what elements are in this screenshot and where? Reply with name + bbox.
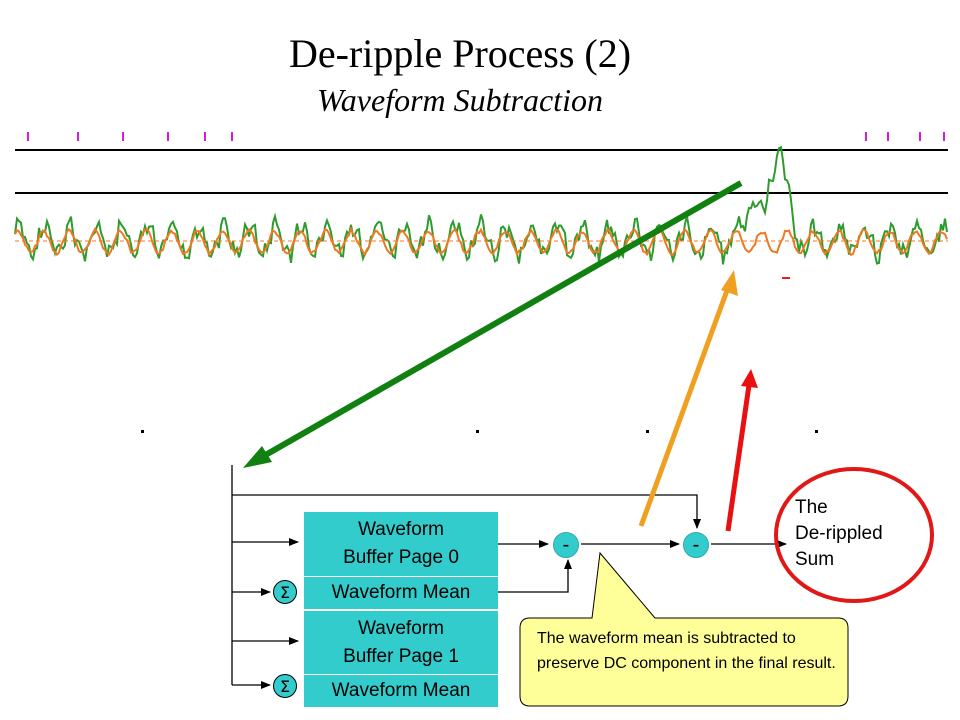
sigma-symbol: Σ (279, 582, 291, 602)
green-arrow (260, 180, 743, 460)
red-arrow (725, 384, 752, 532)
buffer-page-0-label-line1: Waveform (358, 519, 444, 540)
subtract-node-1: - (553, 532, 579, 558)
dot (476, 430, 479, 433)
result-highlight-ellipse (774, 467, 934, 603)
waveform-mean-0: Waveform Mean (304, 576, 498, 609)
subtract-node-2: - (683, 532, 709, 558)
slide-title: De-ripple Process (2) (288, 31, 632, 76)
dot-row (141, 430, 818, 433)
buffer-page-0-label-line2: Buffer Page 0 (343, 547, 459, 568)
waveform-mean-1: Waveform Mean (304, 674, 498, 707)
waveform-mean-0-label: Waveform Mean (331, 582, 471, 603)
dot (646, 430, 649, 433)
sigma-node-0: Σ (273, 580, 297, 604)
result-label-line1: The (795, 497, 828, 518)
sigma-symbol: Σ (279, 676, 291, 696)
magenta-markers (27, 132, 945, 141)
slide-subtitle: Waveform Subtraction (317, 82, 603, 118)
orange-arrow (638, 284, 732, 527)
big-arrows (243, 180, 758, 532)
wire-mean0-to-minus1 (498, 559, 572, 593)
buffer-page-0: Waveform Buffer Page 0 (304, 512, 498, 576)
waveform-panel (14, 132, 948, 279)
orange-arrow-head (721, 270, 738, 296)
result-label-line3: Sum (795, 549, 835, 570)
dot (815, 430, 818, 433)
green-arrow-head (243, 446, 272, 468)
buffer-page-1-label-line2: Buffer Page 1 (343, 645, 459, 667)
result-label: The De-rippled Sum (795, 495, 883, 573)
raw-waveform-line (14, 145, 948, 265)
result-label-line2: De-rippled (795, 523, 883, 544)
minus-symbol: - (562, 533, 570, 556)
ripple-waveform-line (14, 226, 948, 257)
callout-bubble (519, 551, 849, 707)
minus-symbol: - (692, 533, 700, 556)
waveform-mean-1-label: Waveform Mean (331, 680, 471, 701)
buffer-page-1-label-line1: Waveform (358, 617, 444, 639)
signal-wires (231, 465, 787, 689)
dot (141, 430, 144, 433)
red-arrow-head (741, 369, 758, 388)
callout-text: The waveform mean is subtracted to prese… (537, 630, 836, 672)
sigma-node-1: Σ (273, 674, 297, 698)
buffer-page-1: Waveform Buffer Page 1 (304, 611, 498, 674)
wire-input-to-minus2 (232, 494, 701, 529)
